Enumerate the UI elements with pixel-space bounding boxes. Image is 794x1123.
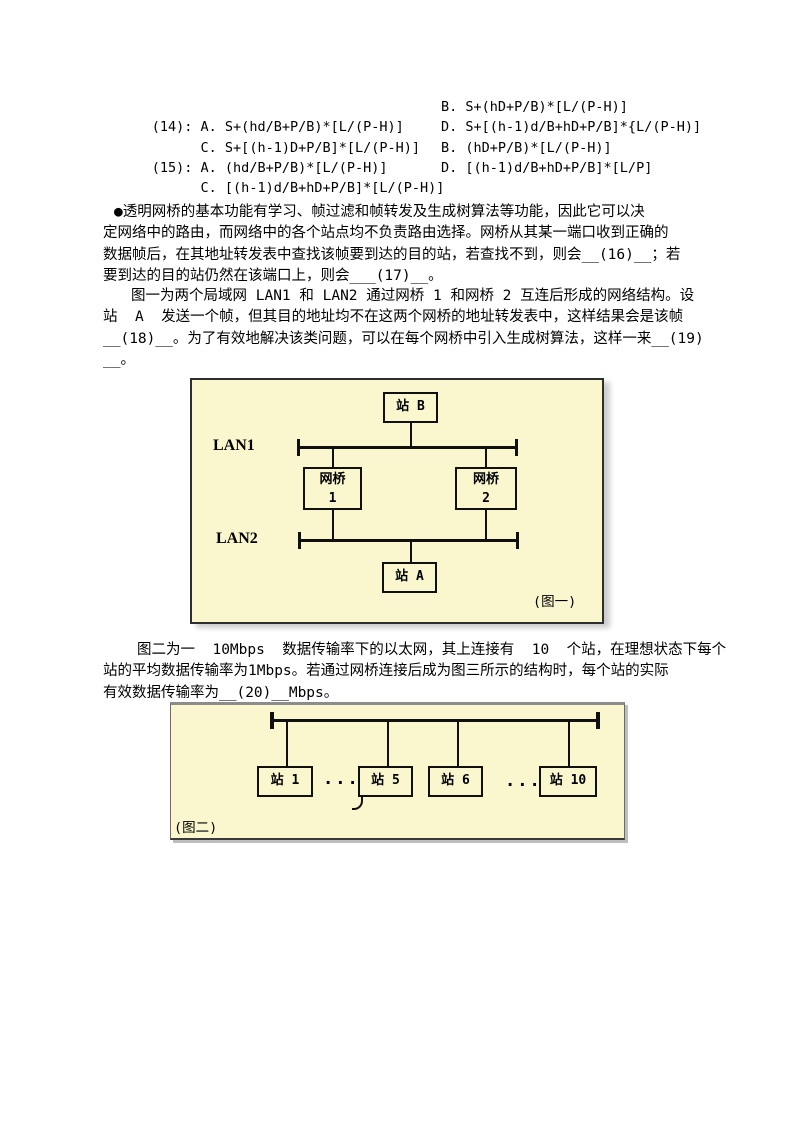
option-row: (14): A. S+(hd/B+P/B)*[L/(P-H)] B. S+(hD… [103,97,628,135]
figure-2-ethernet-diagram: 站 1 ... 站 5 站 6 ... 站 10 (图二) [170,702,625,840]
option-row: (15): A. (hd/B+P/B)*[L/(P-H)] B. (hD+P/B… [103,138,612,176]
bridge1-lan1-link-line [332,449,334,467]
ethernet-bus-line [272,719,599,722]
station-b-link-line [410,423,412,446]
station-5-box: 站 5 [358,766,413,797]
option-cell-right: D. [(h-1)d/B+hD+P/B]*[L/P] [441,159,653,176]
option-cell-left: C. S+[(h-1)D+P/B]*[L/(P-H)] [151,139,420,156]
option-cell-left: (15): A. (hd/B+P/B)*[L/(P-H)] [151,159,388,176]
station-10-box: 站 10 [539,766,597,797]
station-6-box: 站 6 [428,766,483,797]
stray-ink-mark [352,796,363,810]
station-10-link-line [568,722,570,766]
bus-terminator-left [270,712,274,729]
lan2-terminator-left [298,532,301,549]
bridge2-lan1-link-line [485,449,487,467]
lan2-label: LAN2 [216,530,258,547]
option-cell-right: B. S+(hD+P/B)*[L/(P-H)] [441,99,628,115]
option-cell-right: D. S+[(h-1)d/B+hD+P/B]*{L/(P-H)] [441,119,702,136]
lan1-bus-line [299,446,518,449]
option-cell-right: B. (hD+P/B)*[L/(P-H)] [441,139,612,156]
paragraph-figure2-description: 图二为一 10Mbps 数据传输率下的以太网，其上连接有 10 个站，在理想状态… [103,642,727,701]
bridge-2-box: 网桥 2 [455,467,517,510]
lan2-terminator-right [516,532,519,549]
paragraph-transparent-bridge: ●透明网桥的基本功能有学习、帧过滤和帧转发及生成树算法等功能，因此它可以决 定网… [103,204,681,285]
station-5-link-line [387,722,389,766]
bridge-1-box: 网桥 1 [303,467,362,510]
lan1-terminator-right [515,439,518,456]
lan2-bus-line [300,539,519,542]
station-a-link-line [410,542,412,562]
question-options-block: (14): A. S+(hd/B+P/B)*[L/(P-H)] B. S+(hD… [103,97,702,196]
station-a-box: 站 A [382,562,437,593]
option-row: C. [(h-1)d/B+hD+P/B]*[L/(P-H)] D. [(h-1)… [103,158,653,196]
figure-1-caption: (图一) [533,594,577,610]
option-cell-left: (14): A. S+(hd/B+P/B)*[L/(P-H)] [151,119,404,136]
option-cell-left: C. [(h-1)d/B+hD+P/B]*[L/(P-H)] [151,180,445,197]
option-row: C. S+[(h-1)D+P/B]*[L/(P-H)] D. S+[(h-1)d… [103,117,702,155]
figure-2-caption: (图二) [174,820,218,836]
figure-1-network-diagram: 站 B LAN1 网桥 1 网桥 2 LAN2 站 A (图一) [190,378,604,624]
bridge2-lan2-link-line [485,510,487,539]
ellipsis-left: ... [323,769,360,789]
station-6-link-line [457,722,459,766]
lan1-label: LAN1 [213,437,255,454]
bus-terminator-right [596,712,600,729]
paragraph-figure1-description: 图一为两个局域网 LAN1 和 LAN2 通过网桥 1 和网桥 2 互连后形成的… [103,288,704,369]
station-1-box: 站 1 [257,766,313,797]
lan1-terminator-left [297,439,300,456]
station-b-box: 站 B [383,392,438,423]
station-1-link-line [286,722,288,766]
bridge1-lan2-link-line [332,510,334,539]
ellipsis-right: ... [505,771,542,791]
